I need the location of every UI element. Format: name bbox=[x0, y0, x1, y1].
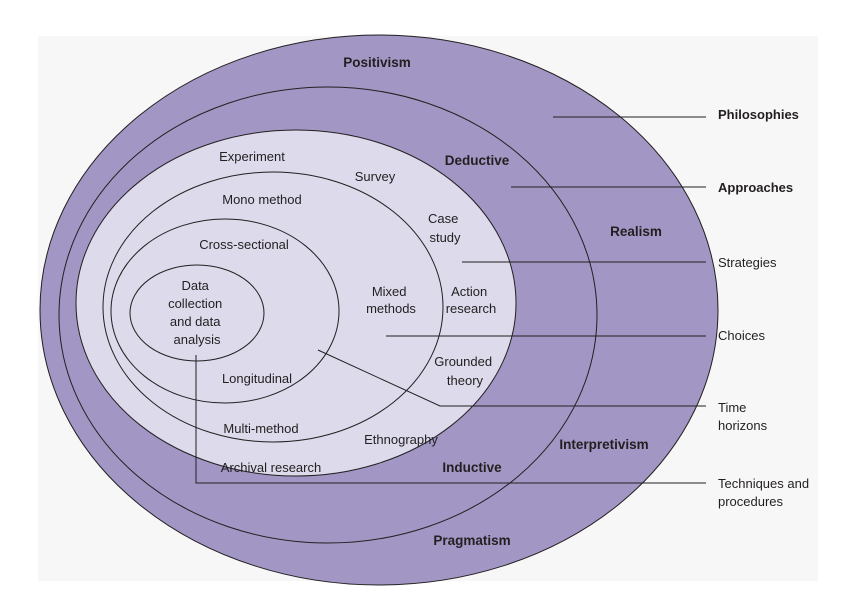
leader-line-time-horizons bbox=[317, 349, 706, 407]
approach-deductive: Deductive bbox=[445, 153, 510, 168]
approach-inductive: Inductive bbox=[442, 460, 502, 475]
strategy-case-study: Case study bbox=[428, 211, 462, 245]
choice-mono-method: Mono method bbox=[222, 192, 302, 207]
time-horizon-cross-sectional: Cross-sectional bbox=[199, 237, 289, 252]
strategies-layer bbox=[75, 129, 517, 477]
philosophy-interpretivism: Interpretivism bbox=[559, 437, 648, 452]
legend-strategies: Strategies bbox=[718, 255, 777, 270]
strategy-survey: Survey bbox=[355, 169, 396, 184]
legend-techniques-and-procedures: Techniques and procedures bbox=[718, 476, 813, 509]
strategy-action-research: Action research bbox=[446, 284, 497, 316]
leader-line-techniques bbox=[195, 355, 706, 484]
choice-mixed-methods: Mixed methods bbox=[366, 284, 416, 316]
strategy-archival-research: Archival research bbox=[221, 460, 321, 475]
choices-layer bbox=[102, 171, 444, 443]
philosophy-pragmatism: Pragmatism bbox=[433, 533, 510, 548]
core-data-collection-analysis: Data collection and data analysis bbox=[168, 278, 226, 347]
time-horizons-layer bbox=[110, 218, 340, 404]
time-horizon-longitudinal: Longitudinal bbox=[222, 371, 292, 386]
legend-choices: Choices bbox=[718, 328, 765, 343]
legend-approaches: Approaches bbox=[718, 180, 793, 195]
strategy-experiment: Experiment bbox=[219, 149, 285, 164]
strategy-ethnography: Ethnography bbox=[364, 432, 438, 447]
legend-time-horizons: Time horizons bbox=[718, 400, 768, 433]
choice-multi-method: Multi-method bbox=[223, 421, 298, 436]
techniques-core-layer bbox=[129, 264, 265, 362]
philosophy-realism: Realism bbox=[610, 224, 662, 239]
philosophy-positivism: Positivism bbox=[343, 55, 411, 70]
strategy-grounded-theory: Grounded theory bbox=[434, 354, 495, 388]
legend-philosophies: Philosophies bbox=[718, 107, 799, 122]
